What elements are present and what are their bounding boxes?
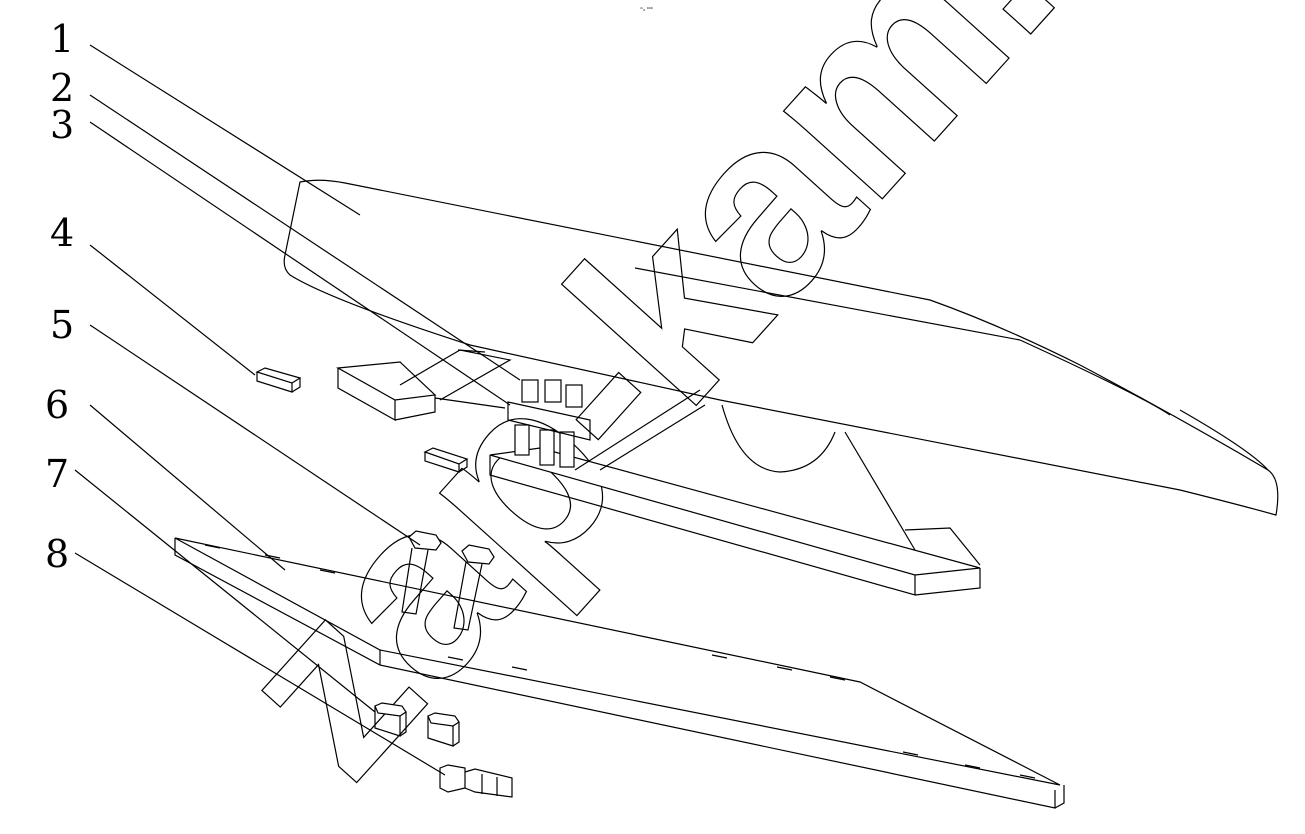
callout-6: 6 xyxy=(45,383,69,427)
bracket-bolts xyxy=(507,379,591,468)
part-1-cover xyxy=(283,179,1279,516)
callout-8: 8 xyxy=(45,532,69,576)
callout-3: 3 xyxy=(50,103,74,147)
callout-labels: 1 2 3 4 5 6 7 8 xyxy=(45,17,74,576)
part-5-bolts xyxy=(401,530,495,631)
part-4-pads xyxy=(255,367,469,473)
part-8-washers xyxy=(439,764,513,798)
callout-1: 1 xyxy=(50,17,74,61)
callout-2: 2 xyxy=(50,66,74,110)
watermark: zap-kam.ru xyxy=(182,0,1272,825)
lower-bracket xyxy=(336,349,981,596)
callout-5: 5 xyxy=(50,303,74,347)
header-mark: ᵐ₀ ⁰⁰⁰ xyxy=(640,7,653,13)
callout-4: 4 xyxy=(50,211,74,255)
callout-7: 7 xyxy=(45,452,69,496)
part-6-base-plate xyxy=(174,537,1065,809)
part-7-nuts xyxy=(374,702,460,747)
leader-lines xyxy=(74,44,521,776)
